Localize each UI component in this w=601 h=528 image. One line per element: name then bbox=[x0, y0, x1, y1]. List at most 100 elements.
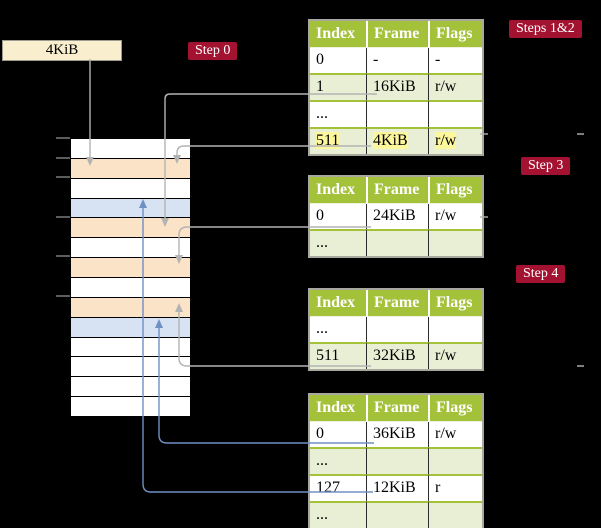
table-cell bbox=[428, 317, 482, 342]
column-header-frame: Frame bbox=[366, 290, 428, 317]
column-header-flags: Flags bbox=[428, 290, 482, 317]
cell-text: r bbox=[435, 479, 441, 496]
cell-text: 36KiB bbox=[373, 425, 416, 442]
column-header-frame: Frame bbox=[366, 395, 428, 422]
table-row: 0 36KiB r/w bbox=[310, 422, 482, 447]
memory-frame-row-8-peach bbox=[71, 297, 190, 318]
table-cell: 127 bbox=[310, 474, 366, 501]
step-label-4: Step 4 bbox=[516, 265, 566, 283]
cell-text: r/w bbox=[435, 347, 457, 364]
table-cell bbox=[428, 447, 482, 474]
cell-text: r/w bbox=[435, 78, 457, 95]
table-cell: - bbox=[366, 48, 428, 73]
column-header-flags: Flags bbox=[428, 395, 482, 422]
table-cell bbox=[428, 501, 482, 528]
table-cell: 511 bbox=[310, 342, 366, 369]
table-cell: r bbox=[428, 474, 482, 501]
column-header-index: Index bbox=[310, 177, 366, 204]
table-cell: r/w bbox=[428, 73, 482, 100]
table-cell: 36KiB bbox=[366, 422, 428, 447]
memory-frame-row-12-white bbox=[71, 377, 190, 398]
table-cell: ... bbox=[310, 501, 366, 528]
cell-text: 0 bbox=[316, 425, 324, 442]
column-header-index: Index bbox=[310, 21, 366, 48]
cell-text: 0 bbox=[316, 207, 324, 224]
memory-frame-row-7-white bbox=[71, 278, 190, 298]
table-cell: ... bbox=[310, 447, 366, 474]
table-row: 127 12KiB r bbox=[310, 474, 482, 501]
table-cell: 0 bbox=[310, 48, 366, 73]
memory-frame-row-4-peach bbox=[71, 218, 190, 239]
table-cell: 511 bbox=[310, 127, 366, 154]
cell-text: ... bbox=[316, 105, 328, 122]
cell-text: r/w bbox=[435, 425, 457, 442]
table-cell: 0 bbox=[310, 422, 366, 447]
memory-frame-row-6-peach bbox=[71, 258, 190, 279]
cell-text: 16KiB bbox=[373, 78, 416, 95]
table-cell: ... bbox=[310, 317, 366, 342]
table-row: ... bbox=[310, 317, 482, 342]
table-cell: - bbox=[428, 48, 482, 73]
table-row: 1 16KiB r/w bbox=[310, 73, 482, 100]
memory-frame-row-1-peach bbox=[71, 158, 190, 179]
memory-frame-row-9-blue bbox=[71, 317, 190, 338]
cell-text: 1 bbox=[316, 78, 324, 95]
memory-frame-row-11-white bbox=[71, 357, 190, 378]
table-row: ... bbox=[310, 447, 482, 474]
table-cell bbox=[366, 501, 428, 528]
table-cell: 16KiB bbox=[366, 73, 428, 100]
column-header-index: Index bbox=[310, 395, 366, 422]
cell-text: - bbox=[435, 51, 441, 68]
table-cell: ... bbox=[310, 100, 366, 127]
table-cell: r/w bbox=[428, 204, 482, 229]
memory-frame-row-13-white bbox=[71, 397, 190, 417]
root-pointer-label: 4KiB bbox=[45, 42, 79, 58]
cell-text: 0 bbox=[316, 51, 324, 68]
column-header-frame: Frame bbox=[366, 177, 428, 204]
cell-text: ... bbox=[316, 506, 328, 523]
memory-frame-row-10-white bbox=[71, 337, 190, 358]
column-header-frame: Frame bbox=[366, 21, 428, 48]
memory-frame-row-2-white bbox=[71, 178, 190, 199]
column-header-index: Index bbox=[310, 290, 366, 317]
physical-memory-column bbox=[70, 138, 191, 417]
table-cell: 12KiB bbox=[366, 474, 428, 501]
table-cell: 32KiB bbox=[366, 342, 428, 369]
memory-frame-row-5-white bbox=[71, 238, 190, 259]
table-cell bbox=[366, 229, 428, 256]
memory-tick-marks bbox=[56, 137, 70, 297]
table-row: ... bbox=[310, 229, 482, 256]
cell-text: 511 bbox=[316, 347, 340, 364]
column-header-flags: Flags bbox=[428, 21, 482, 48]
cell-text: 32KiB bbox=[373, 347, 416, 364]
table-cell: ... bbox=[310, 229, 366, 256]
table-cell: r/w bbox=[428, 127, 482, 154]
step-label-1-2: Steps 1&2 bbox=[509, 20, 582, 38]
table-row: 511 32KiB r/w bbox=[310, 342, 482, 369]
table-cell: 24KiB bbox=[366, 204, 428, 229]
cell-text: 127 bbox=[316, 479, 340, 496]
table-cell bbox=[366, 317, 428, 342]
cell-text: ... bbox=[316, 234, 328, 251]
table-cell bbox=[366, 100, 428, 127]
table-cell: r/w bbox=[428, 422, 482, 447]
table-cell: 1 bbox=[310, 73, 366, 100]
cell-text: - bbox=[373, 51, 379, 68]
cell-text: r/w bbox=[435, 132, 457, 149]
table-row: ... bbox=[310, 100, 482, 127]
table-cell bbox=[366, 447, 428, 474]
table-cell bbox=[428, 229, 482, 256]
memory-frame-row-0-white bbox=[71, 139, 190, 159]
table-cell bbox=[428, 100, 482, 127]
cell-text: 12KiB bbox=[373, 479, 416, 496]
